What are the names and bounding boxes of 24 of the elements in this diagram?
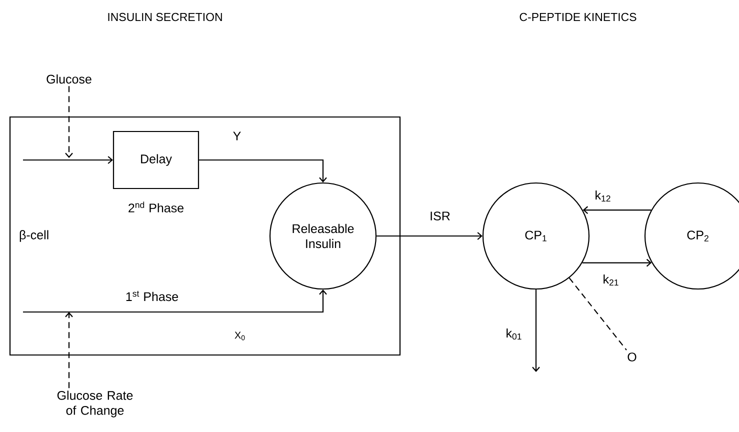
input-label: Glucose Rate of Change xyxy=(57,390,133,418)
edge-label: 1$^{st}$ Phase xyxy=(126,290,178,302)
edge-label: k$_{12}$ xyxy=(596,190,610,202)
dashed-arrow xyxy=(65,312,73,388)
edge-label: Y xyxy=(233,132,241,140)
edge-label: k$_{01}$ xyxy=(506,328,522,340)
edge-label: ISR xyxy=(430,212,450,220)
edge-label: k$_{21}$ xyxy=(604,274,618,286)
input-label: O xyxy=(628,352,636,362)
input-label: Glucose xyxy=(46,74,92,84)
dashed-line xyxy=(568,278,627,350)
phase-label: 2$^{nd}$ Phase xyxy=(128,202,184,212)
signal-label: X$_{0}$ xyxy=(234,332,245,340)
arrow xyxy=(532,290,540,372)
arrow xyxy=(199,159,327,182)
arrow xyxy=(23,156,113,164)
arrow xyxy=(376,232,482,240)
heading: INSULIN SECRETION xyxy=(108,12,222,22)
arrow xyxy=(23,290,327,313)
arrow xyxy=(582,206,652,214)
heading: C-PEPTIDE KINETICS xyxy=(520,12,636,22)
delay-box: Delay xyxy=(112,130,200,190)
dashed-arrow xyxy=(65,86,73,158)
arrow xyxy=(582,258,652,267)
